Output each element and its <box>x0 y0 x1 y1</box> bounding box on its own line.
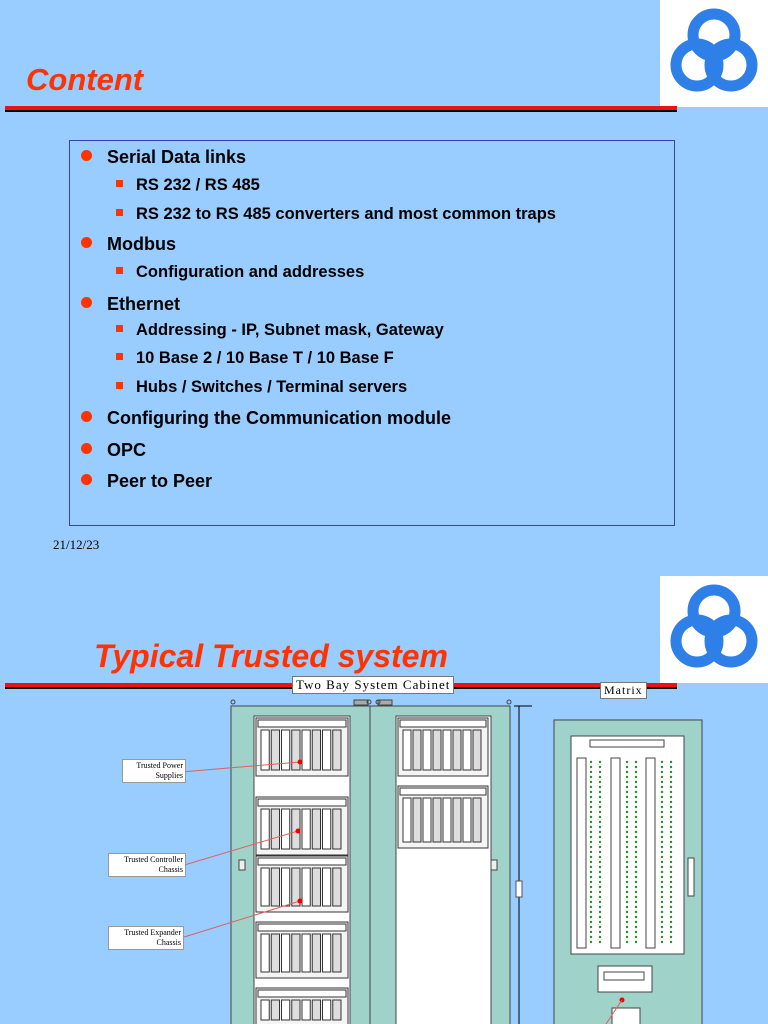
bullet-square-icon <box>116 209 123 216</box>
logo <box>660 0 768 107</box>
matrix-cabinet <box>553 719 703 1024</box>
slide-typical-system: Typical Trusted system <box>0 576 768 1024</box>
bullet-text: Serial Data links <box>107 147 247 167</box>
content-box: Serial Data links RS 232 / RS 485 RS 232 t… <box>69 140 675 526</box>
matrix-label: Matrix <box>600 682 647 699</box>
cabinet-bay-left <box>230 705 380 1024</box>
bullet-dot-icon <box>81 411 92 422</box>
bullet-dot-icon <box>81 443 92 454</box>
callout-expander-chassis: Trusted Expander Chassis <box>108 926 184 950</box>
title-underline <box>5 106 677 112</box>
bullet-square-icon <box>116 382 123 389</box>
bullet-square-icon <box>116 180 123 187</box>
slide-title: Typical Trusted system <box>94 638 448 674</box>
bullet-square-icon <box>116 325 123 332</box>
bullet-text: Ethernet <box>107 294 181 314</box>
callout-power-supplies: Trusted Power Supplies <box>122 759 186 783</box>
cabinet-bay-right <box>369 705 511 1024</box>
bullet-dot-icon <box>81 150 92 161</box>
bullet-text: RS 232 / RS 485 <box>136 176 260 194</box>
slide-date: 21/12/23 <box>53 537 100 552</box>
bullet-text: OPC <box>107 440 147 460</box>
trefoil-knot-logo-icon <box>670 8 758 92</box>
slide-title: Content <box>26 62 144 97</box>
bullet-dot-icon <box>81 297 92 308</box>
callout-controller-chassis: Trusted Controller Chassis <box>108 853 186 877</box>
logo <box>660 576 768 683</box>
bullet-text: Configuring the Communication module <box>107 408 451 428</box>
bullet-dot-icon <box>81 237 92 248</box>
bullet-text: Configuration and addresses <box>136 263 365 281</box>
bullet-dot-icon <box>81 474 92 485</box>
cabinet-diagram <box>180 699 703 1024</box>
bullet-square-icon <box>116 353 123 360</box>
bullet-text: Modbus <box>107 234 176 254</box>
bullet-text: Peer to Peer <box>107 471 213 491</box>
bullet-text: RS 232 to RS 485 converters and most com… <box>136 205 556 223</box>
trefoil-knot-logo-icon <box>670 584 758 668</box>
bullet-text: Hubs / Switches / Terminal servers <box>136 378 408 396</box>
cabinet-label: Two Bay System Cabinet <box>292 676 455 694</box>
slide-content: Content Serial Data links RS 232 / RS 485… <box>5 0 768 552</box>
bullet-text: 10 Base 2 / 10 Base T / 10 Base F <box>136 349 394 367</box>
bullet-text: Addressing - IP, Subnet mask, Gateway <box>136 321 444 339</box>
bullet-square-icon <box>116 267 123 274</box>
